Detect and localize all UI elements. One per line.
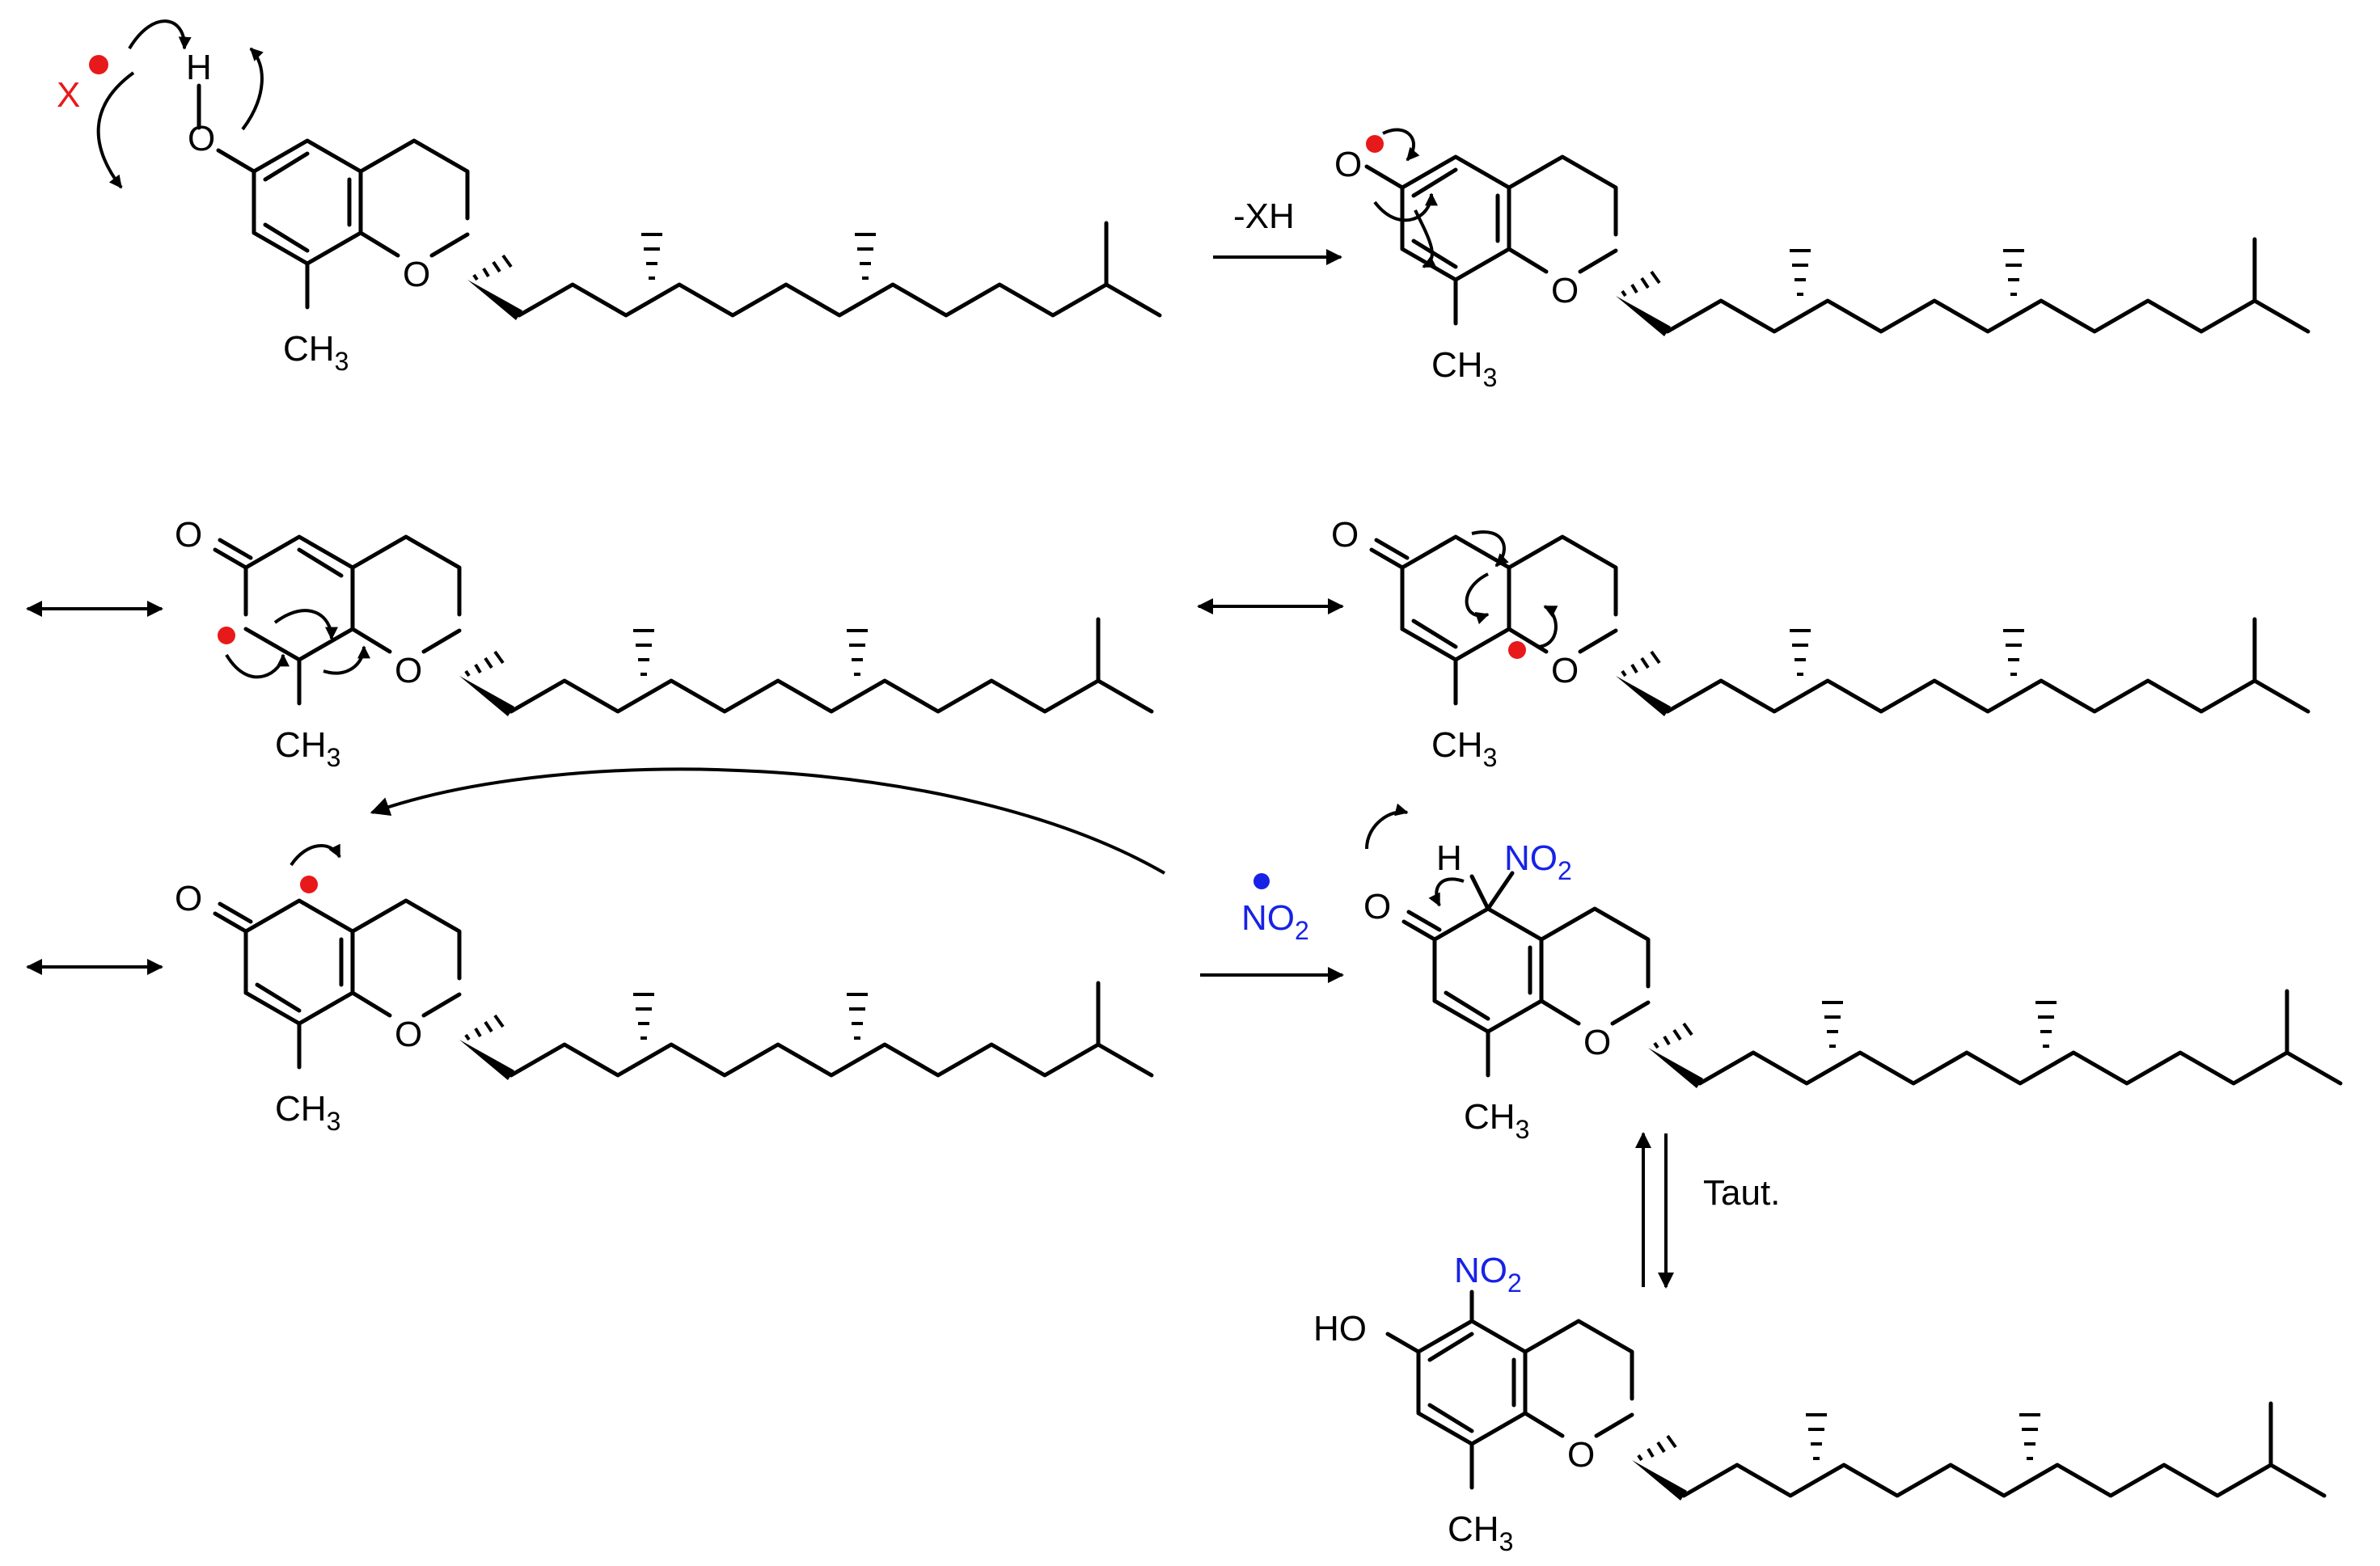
radical-dot [1253,873,1270,889]
atom-o: O [188,119,215,158]
radical-dot [300,876,318,893]
atom-o: O [175,515,202,555]
hydroxyl-ho: HO [1313,1309,1367,1349]
methyl-ch3: CH3 [283,329,349,376]
ring-o: O [1551,651,1579,690]
curved-arrow [128,19,192,50]
curved-arrow [1471,530,1509,568]
curved-arrow [290,843,341,867]
atom-o: O [1331,515,1359,555]
atom-o: O [1363,887,1391,927]
methyl-ch3: CH3 [1464,1097,1529,1144]
curved-arrow [96,71,135,189]
ring-o: O [1551,271,1579,310]
atom-h: H [1436,838,1462,878]
structure-resonance-ortho: O O CH3 [175,515,1152,772]
atom-o: O [175,879,202,918]
nitro-group: NO2 [1454,1251,1522,1298]
curved-arrow [323,645,370,675]
methyl-ch3: CH3 [1448,1509,1513,1556]
curved-arrow [225,653,290,679]
ring-o: O [1583,1023,1611,1062]
structure-tocopherol-start: O H O CH3 [186,48,1160,376]
taut-label: Taut. [1703,1173,1780,1213]
structure-phenoxyl-radical: O O CH3 [1334,128,2308,392]
ring-o: O [395,1015,422,1054]
curved-arrow [1428,877,1465,907]
ring-o: O [1567,1435,1595,1475]
no2-reagent: NO2 [1241,898,1309,945]
structure-nitro-adduct: O H NO2 O CH3 [1363,803,2340,1144]
structure-resonance-para: O O CH3 [1331,515,2308,772]
structure-resonance-c5: O O CH3 [175,843,1152,1136]
methyl-ch3: CH3 [275,1089,340,1136]
structure-nitro-tocopherol: HO NO2 O CH3 [1313,1251,2324,1556]
step-label: -XH [1233,196,1295,236]
ring-o: O [403,255,430,294]
curved-arrow [1536,605,1558,648]
curved-arrow [273,609,338,640]
long-curved-arrow [370,767,1165,875]
methyl-ch3: CH3 [1431,725,1497,772]
nitro-group: NO2 [1504,838,1572,885]
atom-o: O [1334,145,1362,184]
x-radical-label: X [57,75,80,115]
atom-h: H [186,48,212,87]
radical-dot [218,627,235,644]
curved-arrow [1382,128,1420,162]
curved-arrow [1465,572,1490,625]
radical-dot [1366,135,1384,153]
methyl-ch3: CH3 [1431,345,1497,392]
curved-arrow [1373,192,1438,222]
curved-arrow [1414,209,1437,268]
radical-dot [1508,641,1526,659]
radical-dot [89,55,108,74]
curved-arrow [241,47,264,131]
curved-arrow [1365,803,1409,850]
methyl-ch3: CH3 [275,725,340,772]
ring-o: O [395,651,422,690]
